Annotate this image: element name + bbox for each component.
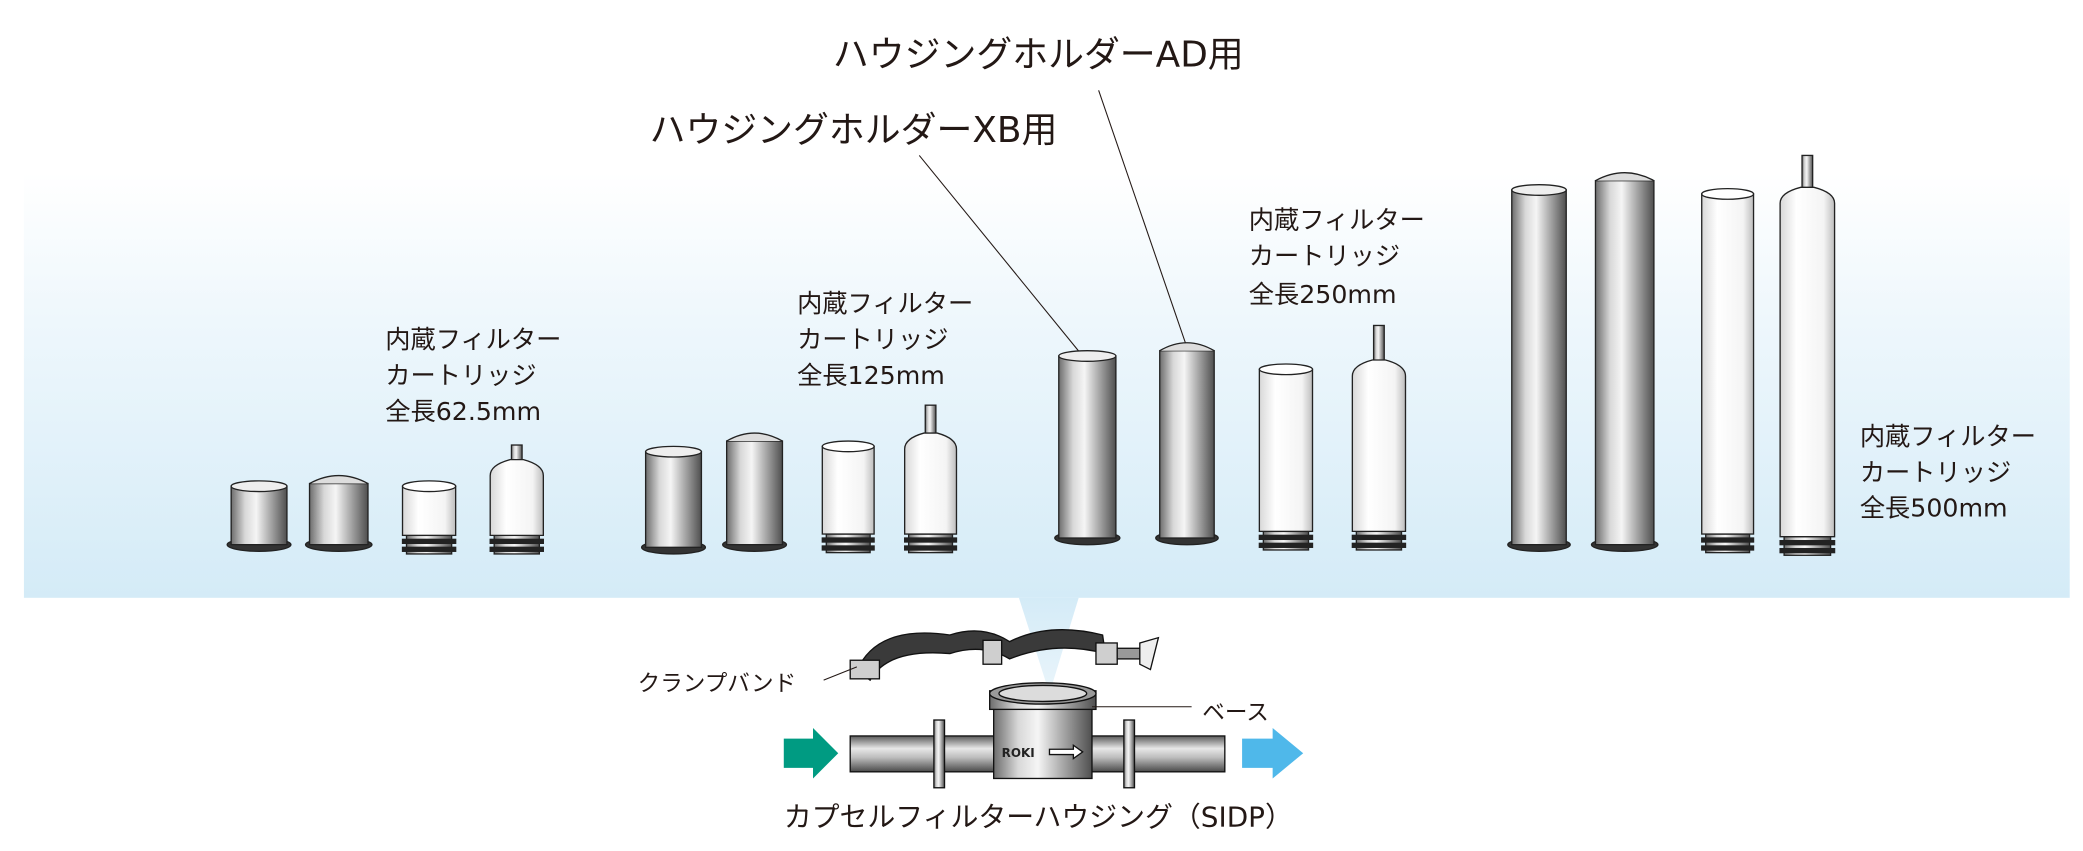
filter-cartridge-3 bbox=[1701, 187, 1755, 554]
clamp-band bbox=[849, 629, 1160, 682]
svg-text:内蔵フィルター: 内蔵フィルター bbox=[385, 325, 561, 354]
svg-text:カートリッジ: カートリッジ bbox=[1860, 458, 2011, 487]
cylinder-lineup bbox=[226, 154, 1836, 556]
filter-cartridge-nozzle-2 bbox=[1351, 324, 1407, 551]
base-label: ベース bbox=[1202, 700, 1269, 726]
svg-text:全長500mm: 全長500mm bbox=[1860, 494, 2008, 523]
housing-body bbox=[849, 682, 1226, 789]
holder-ad-2 bbox=[1155, 342, 1219, 546]
svg-text:カートリッジ: カートリッジ bbox=[1249, 241, 1400, 270]
group-label-62-5: 内蔵フィルター カートリッジ 全長62.5mm bbox=[385, 325, 561, 426]
filter-cartridge-0 bbox=[401, 480, 457, 555]
svg-text:全長250mm: 全長250mm bbox=[1249, 280, 1397, 309]
housing-caption: カプセルフィルターハウジング（SIDP） bbox=[784, 800, 1293, 833]
holder-ad-1 bbox=[722, 432, 788, 552]
svg-text:内蔵フィルター: 内蔵フィルター bbox=[1860, 422, 2036, 451]
svg-text:内蔵フィルター: 内蔵フィルター bbox=[797, 289, 973, 318]
roki-logo: ROKI bbox=[1002, 746, 1035, 760]
clamp-leader bbox=[823, 666, 858, 681]
group-label-500: 内蔵フィルター カートリッジ 全長500mm bbox=[1860, 422, 2036, 523]
holder-xb-3 bbox=[1507, 183, 1571, 552]
clamp-band-label: クランプバンド bbox=[638, 671, 797, 697]
title-holder-ad: ハウジングホルダーAD用 bbox=[833, 34, 1244, 75]
holder-xb-2 bbox=[1054, 350, 1121, 546]
holder-xb-1 bbox=[640, 445, 707, 555]
svg-text:全長62.5mm: 全長62.5mm bbox=[385, 397, 541, 426]
title-holder-xb: ハウジングホルダーXB用 bbox=[650, 110, 1058, 151]
holder-ad-3 bbox=[1590, 172, 1659, 552]
filter-cartridge-2 bbox=[1258, 363, 1314, 551]
filter-cartridge-1 bbox=[821, 440, 875, 554]
holder-ad-0 bbox=[304, 474, 373, 552]
leader-line-xb bbox=[918, 155, 1084, 357]
group-label-250: 内蔵フィルター カートリッジ 全長250mm bbox=[1249, 205, 1425, 308]
svg-text:内蔵フィルター: 内蔵フィルター bbox=[1249, 205, 1425, 234]
filter-cartridge-nozzle-3 bbox=[1779, 154, 1836, 556]
outlet-arrow bbox=[1242, 727, 1304, 779]
filter-cartridge-nozzle-0 bbox=[489, 444, 544, 555]
leader-line-ad bbox=[1098, 90, 1187, 346]
svg-text:全長125mm: 全長125mm bbox=[797, 361, 945, 390]
holder-xb-0 bbox=[226, 480, 292, 552]
inlet-arrow bbox=[783, 727, 839, 779]
filter-cartridge-nozzle-1 bbox=[904, 404, 958, 554]
group-label-125: 内蔵フィルター カートリッジ 全長125mm bbox=[797, 289, 973, 390]
svg-text:カートリッジ: カートリッジ bbox=[385, 361, 536, 390]
svg-text:カートリッジ: カートリッジ bbox=[797, 325, 948, 354]
